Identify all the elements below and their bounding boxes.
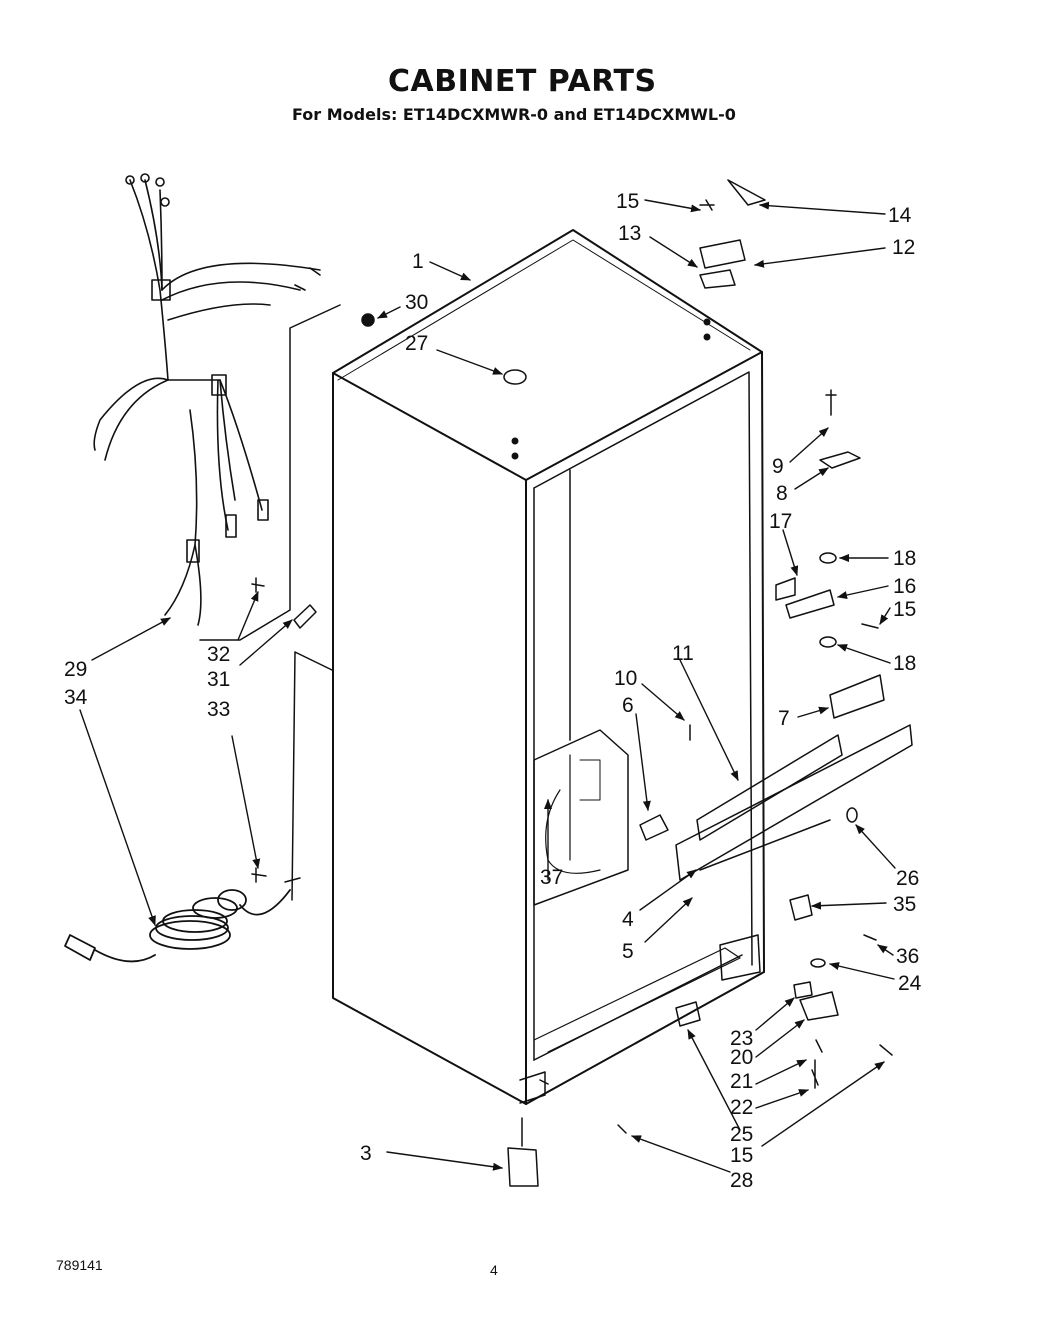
- callout-20: 20: [730, 1046, 753, 1069]
- callout-7: 7: [778, 707, 790, 730]
- page-title: CABINET PARTS: [388, 64, 657, 99]
- callout-22: 22: [730, 1096, 753, 1119]
- page-number: 4: [490, 1262, 498, 1278]
- callout-23: 23: [730, 1027, 753, 1050]
- cord-outline: [291, 651, 333, 901]
- callout-12: 12: [892, 236, 915, 259]
- power-cord: [64, 889, 291, 963]
- callout-36: 36: [896, 945, 919, 968]
- callout-34: 34: [64, 686, 88, 709]
- callout-10: 10: [614, 667, 637, 690]
- callout-15-bot: 15: [730, 1144, 753, 1167]
- callout-1: 1: [412, 250, 424, 273]
- callout-3: 3: [360, 1142, 372, 1165]
- cabinet-body: [332, 229, 765, 1105]
- document-code: 789141: [56, 1257, 103, 1273]
- fasteners: [251, 179, 913, 1187]
- callout-18-a: 18: [893, 547, 916, 570]
- callout-32: 32: [207, 643, 230, 666]
- callout-4: 4: [622, 908, 634, 931]
- callout-35: 35: [893, 893, 916, 916]
- wiring-harness: [93, 173, 321, 626]
- callout-5: 5: [622, 940, 634, 963]
- callout-24: 24: [898, 972, 922, 995]
- callout-16: 16: [893, 575, 916, 598]
- callout-27: 27: [405, 332, 428, 355]
- callout-6: 6: [622, 694, 634, 717]
- leader-lines: [79, 199, 896, 1173]
- callout-15-mid: 15: [893, 598, 916, 621]
- callout-17: 17: [769, 510, 792, 533]
- callout-29: 29: [64, 658, 87, 681]
- callout-28: 28: [730, 1169, 753, 1192]
- callout-31: 31: [207, 668, 230, 691]
- callout-9: 9: [772, 455, 784, 478]
- callout-8: 8: [776, 482, 788, 505]
- callout-21: 21: [730, 1070, 753, 1093]
- callout-18-b: 18: [893, 652, 916, 675]
- callout-labels: 1 30 27 15 13 14 12 9 8 17 18 16 15 18 7…: [64, 190, 922, 1192]
- callout-33: 33: [207, 698, 230, 721]
- harness-outline: [199, 304, 341, 641]
- callout-25: 25: [730, 1123, 753, 1146]
- callout-11: 11: [672, 642, 694, 665]
- callout-15-top: 15: [616, 190, 639, 213]
- callout-26: 26: [896, 867, 919, 890]
- models-subtitle: For Models: ET14DCXMWR-0 and ET14DCXMWL-…: [292, 105, 736, 124]
- callout-14: 14: [888, 204, 912, 227]
- callout-30: 30: [405, 291, 428, 314]
- callout-37: 37: [540, 866, 563, 889]
- callout-13: 13: [618, 222, 641, 245]
